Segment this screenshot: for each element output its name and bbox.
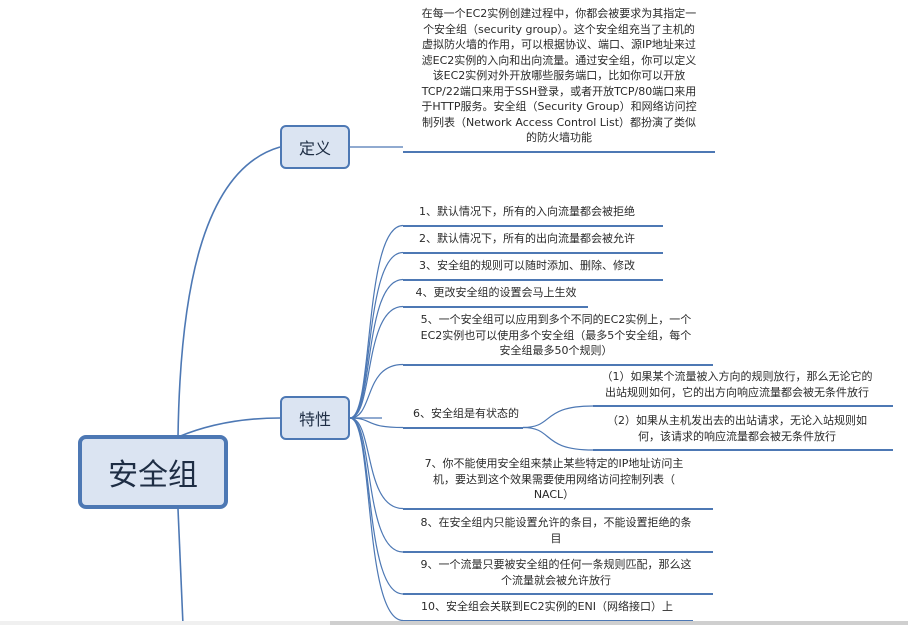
connector-line bbox=[349, 278, 404, 419]
feature-item-10[interactable]: 10、安全组会关联到EC2实例的ENI（网络接口）上 bbox=[377, 599, 717, 615]
feature-item-3-line: 3、安全组的规则可以随时添加、删除、修改 bbox=[419, 259, 635, 272]
connector-line bbox=[349, 417, 404, 510]
feature-item-5-underline bbox=[403, 363, 713, 366]
connector-line bbox=[177, 146, 281, 438]
feature-item-7-line: 7、你不能使用安全组来禁止某些特定的IP地址访问主 bbox=[424, 457, 684, 470]
feature-item-5-line: EC2实例也可以使用多个安全组（最多5个安全组，每个 bbox=[420, 328, 692, 342]
definition-text[interactable]: 在每一个EC2实例创建过程中，你都会被要求为其指定一个安全组（security … bbox=[389, 6, 729, 146]
feature-item-1-line: 1、默认情况下，所有的入向流量都会被拒绝 bbox=[419, 205, 635, 218]
definition-text-line: 制列表（Network Access Control List）都扮演了类似 bbox=[421, 115, 697, 129]
feature-6-sub-1-line: 出站规则如何，它的出方向响应流量都会被无条件放行 bbox=[605, 385, 869, 399]
feature-item-2[interactable]: 2、默认情况下，所有的出向流量都会被允许 bbox=[357, 231, 697, 247]
connector-line bbox=[349, 417, 404, 622]
root-node[interactable]: 安全组 bbox=[78, 435, 228, 509]
feature-item-10-underline bbox=[403, 619, 693, 622]
definition-text-line: 在每一个EC2实例创建过程中，你都会被要求为其指定一 bbox=[421, 7, 697, 20]
feature-item-4-line: 4、更改安全组的设置会马上生效 bbox=[415, 286, 577, 299]
feature-item-1-underline bbox=[403, 224, 663, 227]
feature-item-3[interactable]: 3、安全组的规则可以随时添加、删除、修改 bbox=[357, 258, 697, 274]
feature-item-10-line: 10、安全组会关联到EC2实例的ENI（网络接口）上 bbox=[420, 600, 674, 613]
feature-item-9-line: 个流量就会被允许放行 bbox=[501, 573, 611, 587]
branch-definition-label: 定义 bbox=[298, 139, 331, 158]
feature-item-4-underline bbox=[403, 305, 588, 308]
feature-6-sub-2-line: （2）如果从主机发出去的出站请求，无论入站规则如 bbox=[607, 414, 867, 427]
connector-line bbox=[522, 426, 594, 451]
feature-6-sub-2-underline bbox=[593, 449, 893, 451]
feature-item-6[interactable]: 6、安全组是有状态的 bbox=[296, 406, 636, 422]
definition-text-underline bbox=[403, 150, 715, 153]
feature-item-7-line: 机，要达到这个效果需要使用网络访问控制列表（ bbox=[433, 472, 675, 486]
branch-definition[interactable]: 定义 bbox=[280, 125, 350, 169]
feature-6-sub-1-line: （1）如果某个流量被入方向的规则放行，那么无论它的 bbox=[601, 370, 873, 383]
definition-text-line: 于HTTP服务。安全组（Security Group）和网络访问控 bbox=[421, 100, 697, 113]
connector-line bbox=[522, 405, 594, 429]
scrollbar-thumb[interactable] bbox=[330, 621, 908, 625]
feature-item-8-underline bbox=[403, 551, 713, 553]
feature-item-7-underline bbox=[403, 507, 713, 510]
definition-text-line: 的防火墙功能 bbox=[526, 131, 592, 144]
feature-item-8-line: 目 bbox=[550, 531, 562, 545]
definition-text-line: 个安全组（security group）。这个安全组充当了主机的 bbox=[423, 22, 695, 36]
feature-item-5-line: 安全组最多50个规则） bbox=[499, 344, 613, 357]
connector-line bbox=[349, 417, 404, 553]
feature-item-9[interactable]: 9、一个流量只要被安全组的任何一条规则匹配，那么这个流量就会被允许放行 bbox=[386, 557, 726, 588]
feature-item-8-line: 8、在安全组内只能设置允许的条目，不能设置拒绝的条 bbox=[420, 516, 692, 529]
feature-item-3-underline bbox=[403, 278, 663, 281]
definition-text-line: 滤EC2实例的入向和出向流量。通过安全组，你可以定义 bbox=[421, 53, 697, 67]
feature-item-1[interactable]: 1、默认情况下，所有的入向流量都会被拒绝 bbox=[357, 204, 697, 220]
connector-line bbox=[177, 508, 184, 625]
feature-item-4[interactable]: 4、更改安全组的设置会马上生效 bbox=[326, 285, 666, 301]
feature-item-8[interactable]: 8、在安全组内只能设置允许的条目，不能设置拒绝的条目 bbox=[386, 515, 726, 546]
branch-features[interactable]: 特性 bbox=[280, 396, 350, 440]
feature-6-sub-2-line: 何，该请求的响应流量都会被无条件放行 bbox=[638, 429, 836, 443]
feature-6-sub-1[interactable]: （1）如果某个流量被入方向的规则放行，那么无论它的出站规则如何，它的出方向响应流… bbox=[567, 369, 907, 400]
feature-6-sub-1-underline bbox=[593, 405, 893, 407]
feature-item-9-line: 9、一个流量只要被安全组的任何一条规则匹配，那么这 bbox=[420, 558, 692, 571]
feature-item-9-underline bbox=[403, 593, 713, 595]
feature-item-6-underline bbox=[403, 426, 523, 429]
root-label: 安全组 bbox=[108, 458, 198, 493]
connector-line bbox=[349, 305, 404, 419]
feature-item-2-line: 2、默认情况下，所有的出向流量都会被允许 bbox=[419, 232, 635, 245]
feature-item-7-line: NACL） bbox=[533, 488, 575, 501]
feature-item-2-underline bbox=[403, 251, 663, 254]
definition-text-line: 虚拟防火墙的作用，可以根据协议、端口、源IP地址来过 bbox=[422, 38, 696, 51]
feature-item-5[interactable]: 5、一个安全组可以应用到多个不同的EC2实例上，一个 EC2实例也可以使用多个安全… bbox=[386, 312, 726, 359]
connector-line bbox=[349, 363, 404, 419]
definition-text-line: TCP/22端口来用于SSH登录，或者开放TCP/80端口来用 bbox=[421, 84, 697, 98]
branch-features-label: 特性 bbox=[298, 410, 331, 429]
definition-text-line: 该EC2实例对外开放哪些服务端口，比如你可以开放 bbox=[432, 69, 686, 82]
feature-item-7[interactable]: 7、你不能使用安全组来禁止某些特定的IP地址访问主机，要达到这个效果需要使用网络… bbox=[384, 456, 724, 503]
feature-6-sub-2[interactable]: （2）如果从主机发出去的出站请求，无论入站规则如何，该请求的响应流量都会被无条件… bbox=[567, 413, 907, 444]
feature-item-6-line: 6、安全组是有状态的 bbox=[413, 407, 519, 420]
feature-item-5-line: 5、一个安全组可以应用到多个不同的EC2实例上，一个 bbox=[420, 313, 692, 326]
